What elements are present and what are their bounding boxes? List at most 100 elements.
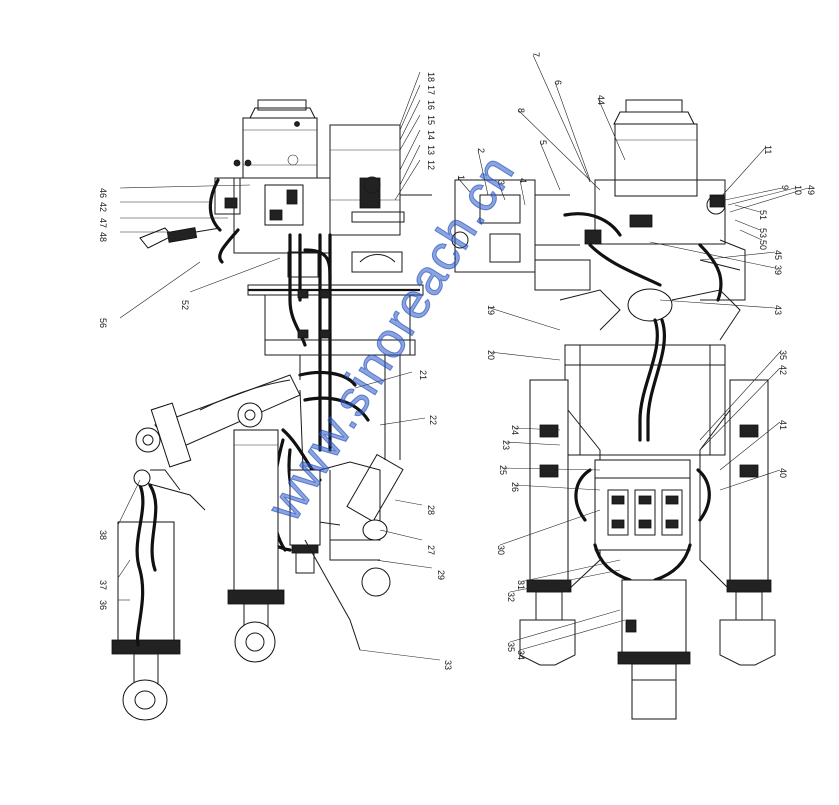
callout-label-c44: 19: [486, 305, 496, 315]
callout-label-c29: 7: [531, 52, 541, 57]
callout-labels: 4642474852563837362122272829331213141516…: [98, 52, 816, 670]
callout-label-c22: 18: [426, 72, 436, 82]
callout-label-c2: 42: [98, 202, 108, 212]
callout-label-c27: 5: [538, 140, 548, 145]
left-accumulator: [289, 469, 321, 546]
callout-leader-c28: [554, 81, 591, 181]
callout-leader-c44: [489, 307, 561, 331]
callout-leader-c5: [189, 257, 281, 293]
callout-leader-c1: [119, 184, 251, 189]
callout-label-c5: 52: [180, 300, 190, 310]
callout-leader-c19: [399, 114, 421, 151]
callout-label-c43: 40: [778, 468, 788, 478]
callout-label-c13: 28: [426, 505, 436, 515]
left-motor-housing: [242, 117, 318, 179]
callout-label-c40: 42: [778, 365, 788, 375]
left-cylinder-a-body: [117, 521, 175, 647]
left-cylinder-b-body: [233, 429, 279, 599]
callout-label-c31: 44: [596, 95, 606, 105]
callout-label-c53: 34: [516, 650, 526, 660]
callout-label-c21: 17: [426, 85, 436, 95]
callout-leader-c42: [719, 421, 781, 471]
callout-leader-c24: [477, 149, 489, 196]
callout-leader-c27: [539, 141, 561, 191]
callout-label-c11: 22: [428, 415, 438, 425]
callout-label-c37: 45: [773, 250, 783, 260]
callout-label-c42: 41: [778, 420, 788, 430]
callout-label-c48: 25: [498, 465, 508, 475]
right-motor-cap: [613, 111, 695, 125]
callout-leader-c26: [519, 179, 526, 206]
callout-leader-c18: [399, 129, 421, 171]
callout-leader-c43: [719, 469, 781, 491]
callout-label-c28: 6: [553, 80, 563, 85]
right-motor-housing: [614, 123, 698, 197]
callout-label-c41: 35: [778, 350, 788, 360]
callout-label-c17: 13: [426, 145, 436, 155]
callout-leader-c39: [659, 299, 776, 309]
callout-leader-c33: [724, 187, 783, 201]
callout-label-c51: 31: [516, 580, 526, 590]
callout-label-c6: 56: [98, 318, 108, 328]
right-s-hose: [638, 318, 659, 442]
callout-leader-c8: [117, 559, 131, 579]
callout-leader-c49: [513, 484, 601, 491]
callout-label-c9: 36: [98, 600, 108, 610]
callout-label-c23: 1: [456, 175, 466, 180]
callout-leader-c40: [699, 367, 781, 451]
callout-leader-c54: [509, 609, 621, 643]
callout-label-c56: 53: [758, 228, 768, 238]
right-view: [451, 99, 776, 720]
callout-label-c8: 37: [98, 580, 108, 590]
callout-leader-c48: [501, 467, 601, 471]
callout-leader-c38: [649, 241, 776, 269]
callout-label-c45: 20: [486, 350, 496, 360]
callout-leader-c29: [532, 54, 591, 183]
left-view: [111, 99, 432, 721]
callout-label-c3: 47: [98, 218, 108, 228]
callout-label-c16: 12: [426, 160, 436, 170]
callout-label-c54: 35: [506, 642, 516, 652]
callout-label-c39: 43: [773, 305, 783, 315]
callout-label-c55: 51: [758, 210, 768, 220]
callout-leader-c12: [379, 529, 423, 541]
callout-leader-c16: [394, 159, 421, 201]
callout-label-c4: 48: [98, 232, 108, 242]
callout-leader-c10: [354, 371, 413, 389]
callout-leader-c11: [379, 417, 426, 426]
callout-label-c52: 32: [506, 592, 516, 602]
callout-leader-c14: [374, 559, 433, 569]
callout-leader-c34: [727, 187, 796, 206]
callout-leader-c47: [513, 427, 561, 431]
callout-label-c10: 21: [418, 370, 428, 380]
callout-leader-c55: [734, 204, 761, 213]
callout-label-c47: 24: [510, 425, 520, 435]
callout-label-c12: 27: [426, 545, 436, 555]
callout-leader-c23: [457, 177, 471, 193]
callout-leader-c22: [399, 71, 421, 126]
right-lower-cylinder: [621, 579, 687, 659]
callout-label-c49: 26: [510, 482, 520, 492]
callout-leader-c7: [117, 479, 141, 526]
right-cylinder-left-body: [529, 379, 569, 591]
callout-label-c20: 16: [426, 100, 436, 110]
callout-label-c30: 8: [516, 108, 526, 113]
callout-leader-c13: [394, 499, 423, 506]
callout-label-c33: 9: [780, 185, 790, 190]
callout-leader-c56: [734, 219, 761, 231]
callout-label-c46: 23: [501, 440, 511, 450]
callout-label-c15: 33: [443, 660, 453, 670]
callout-leader-c46: [504, 441, 561, 446]
callout-label-c34: 10: [793, 185, 803, 195]
callout-label-c36: 50: [758, 240, 768, 250]
callout-label-c14: 29: [436, 570, 446, 580]
callout-label-c24: 2: [476, 148, 486, 153]
right-valve-bank: [594, 459, 691, 551]
callout-label-c7: 38: [98, 530, 108, 540]
callout-leader-c51: [519, 559, 621, 583]
callout-leader-c21: [399, 84, 421, 131]
callout-label-c1: 46: [98, 188, 108, 198]
callout-leader-c45: [489, 351, 561, 361]
callout-leader-c31: [597, 97, 626, 161]
callout-label-c26: 4: [518, 178, 528, 183]
